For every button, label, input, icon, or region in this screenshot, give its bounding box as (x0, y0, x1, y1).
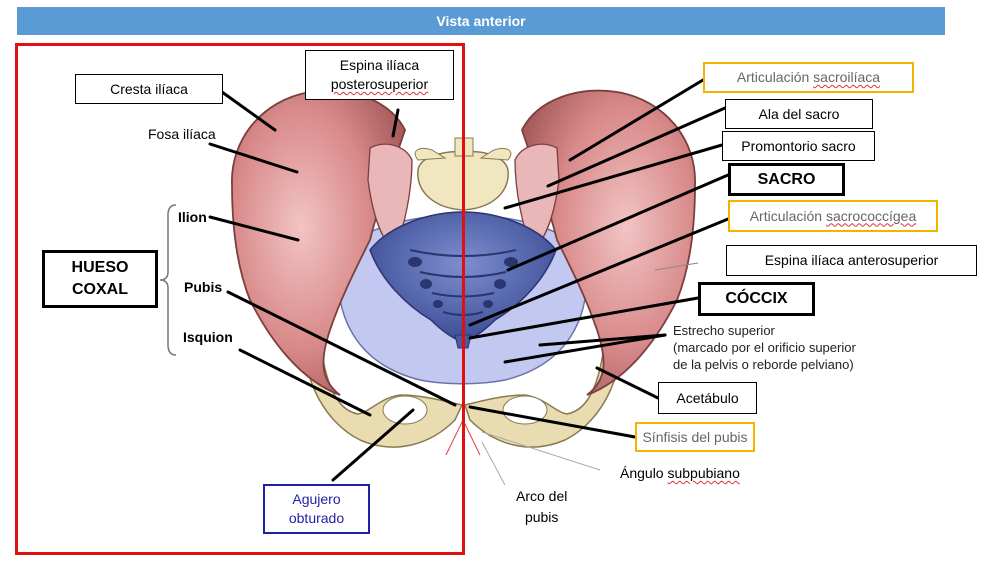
label-ilion: Ilion (178, 209, 207, 225)
label-text-part2: sacrococcígea (825, 207, 917, 224)
label-coccix: CÓCCIX (698, 282, 815, 316)
label-sacro: SACRO (728, 163, 845, 196)
label-estrecho-superior: Estrecho superior (marcado por el orific… (673, 323, 856, 374)
label-text-line2: pubis (524, 509, 559, 525)
label-text: Promontorio sacro (741, 137, 856, 154)
label-text-line1: Agujero (292, 491, 341, 508)
leader-lines (208, 78, 730, 482)
page-title: Vista anterior (436, 13, 526, 29)
label-text: Ala del sacro (758, 105, 840, 122)
label-articulacion-sacroiliaca: Articulación sacroilíaca (703, 62, 914, 93)
pubis-ischium-bone (303, 328, 622, 448)
coxal-bone-frame (15, 43, 465, 555)
left-obturator-foramen (382, 395, 428, 425)
label-text: Acetábulo (676, 389, 739, 406)
label-fosa-iliaca: Fosa ilíaca (148, 126, 216, 142)
label-text: CÓCCIX (725, 290, 788, 308)
label-text-line2: (marcado por el orificio superior (673, 339, 856, 355)
label-articulacion-sacrococcigea: Articulación sacrococcígea (728, 200, 938, 232)
label-text: Cresta ilíaca (110, 80, 188, 97)
coxal-brace (159, 204, 177, 356)
label-espina-anterosuperior: Espina ilíaca anterosuperior (726, 245, 977, 276)
label-text-line1: Espina ilíaca (339, 57, 420, 74)
label-angulo-subpubiano: Ángulo subpubiano (620, 465, 740, 481)
label-text-part1: Ángulo (620, 465, 668, 481)
label-text-part2: subpubiano (667, 465, 740, 481)
label-text-line2: COXAL (72, 281, 128, 298)
title-bar: Vista anterior (17, 7, 945, 35)
label-text-part1: Articulación (736, 69, 814, 86)
label-cresta-iliaca: Cresta ilíaca (75, 74, 223, 104)
right-obturator-foramen (502, 395, 548, 425)
label-text-part1: Articulación (749, 207, 826, 224)
label-text: SACRO (757, 170, 816, 188)
label-text-line2: obturado (288, 510, 345, 526)
label-text-line1: Estrecho superior (673, 323, 775, 338)
label-text-line1: Arco del (516, 488, 568, 504)
label-sinfisis-pubis: Sínfisis del pubis (635, 422, 755, 452)
label-isquion: Isquion (183, 329, 233, 345)
label-pubis: Pubis (184, 279, 223, 295)
label-agujero-obturado: Agujero obturado (263, 484, 370, 534)
label-text: Sínfisis del pubis (642, 428, 748, 445)
label-text-part2: sacroilíaca (813, 69, 881, 86)
label-ala-del-sacro: Ala del sacro (725, 99, 873, 129)
label-acetabulo: Acetábulo (658, 382, 757, 414)
label-espina-posterosuperior: Espina ilíaca posterosuperior (305, 50, 454, 100)
label-text-line3: de la pelvis o reborde pelviano) (673, 356, 854, 372)
label-text-line2: posterosuperior (330, 76, 429, 92)
label-promontorio-sacro: Promontorio sacro (722, 131, 875, 161)
label-text: Espina ilíaca anterosuperior (764, 252, 939, 269)
label-text-line1: HUESO (71, 259, 129, 277)
label-arco-del-pubis: Arco del pubis (516, 486, 567, 528)
label-hueso-coxal: HUESO COXAL (42, 250, 158, 308)
